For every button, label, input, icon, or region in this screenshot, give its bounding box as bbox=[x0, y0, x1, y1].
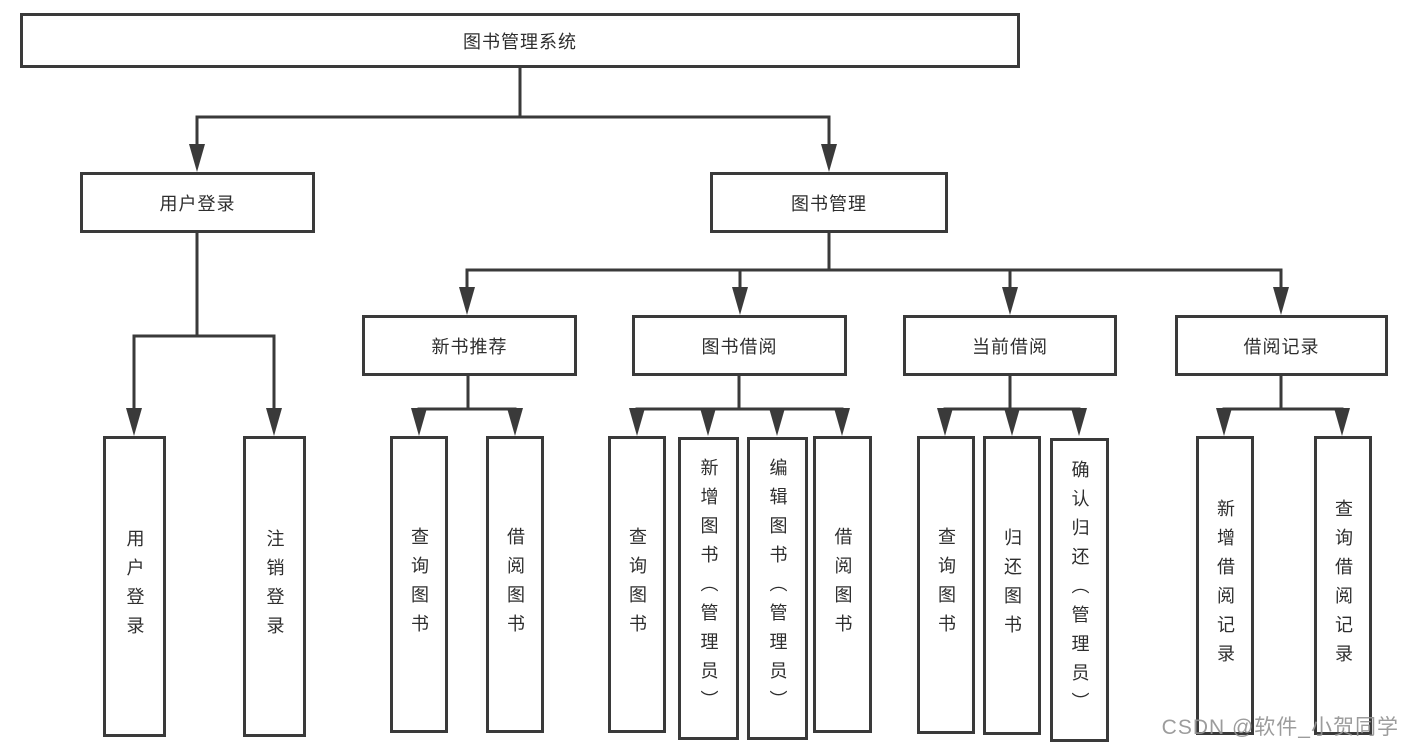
leaf-query-books-3-label: 查询图书 bbox=[936, 527, 956, 643]
arrow-leaf-add-book bbox=[700, 408, 716, 436]
leaf-confirm-return-admin: 确认归还（管理员） bbox=[1050, 438, 1109, 742]
leaf-query-books-1-label: 查询图书 bbox=[409, 526, 429, 643]
arrow-leaf-confirm-return bbox=[1071, 408, 1087, 436]
arrow-leaf-borrow-1 bbox=[507, 408, 523, 436]
arrow-leaf-query-record bbox=[1334, 408, 1350, 436]
leaf-query-books-2-label: 查询图书 bbox=[627, 526, 647, 643]
leaf-add-book-admin: 新增图书（管理员） bbox=[678, 437, 739, 740]
leaf-query-borrow-record-label: 查询借阅记录 bbox=[1333, 498, 1353, 673]
arrow-user-login bbox=[189, 144, 205, 172]
leaf-query-books-2: 查询图书 bbox=[608, 436, 666, 733]
leaf-edit-book-admin: 编辑图书（管理员） bbox=[747, 437, 808, 740]
arrow-new-book bbox=[459, 287, 475, 315]
leaf-logout-label: 注销登录 bbox=[264, 528, 285, 645]
leaf-add-borrow-record-label: 新增借阅记录 bbox=[1215, 498, 1235, 673]
leaf-borrow-books-1-label: 借阅图书 bbox=[505, 526, 525, 643]
arrow-leaf-query-2 bbox=[629, 408, 645, 436]
leaf-query-borrow-record: 查询借阅记录 bbox=[1314, 436, 1372, 735]
leaf-borrow-books-1: 借阅图书 bbox=[486, 436, 544, 733]
arrow-leaf-logout bbox=[266, 408, 282, 436]
csdn-watermark: CSDN @软件_小贺同学 bbox=[1161, 716, 1399, 739]
leaf-add-borrow-record: 新增借阅记录 bbox=[1196, 436, 1254, 735]
leaf-user-login-label: 用户登录 bbox=[124, 528, 145, 645]
connector-book-management-branch bbox=[465, 268, 1283, 289]
arrow-current bbox=[1002, 287, 1018, 315]
leaf-return-books: 归还图书 bbox=[983, 436, 1041, 735]
node-book-management: 图书管理 bbox=[710, 172, 948, 233]
arrow-book-management bbox=[821, 144, 837, 172]
connector-new-book-branch bbox=[417, 407, 517, 412]
leaf-return-books-label: 归还图书 bbox=[1002, 527, 1022, 644]
leaf-borrow-books-2: 借阅图书 bbox=[813, 436, 872, 733]
leaf-user-login: 用户登录 bbox=[103, 436, 166, 737]
arrow-records bbox=[1273, 287, 1289, 315]
arrow-leaf-add-record bbox=[1216, 408, 1232, 436]
leaf-confirm-return-admin-label: 确认归还（管理员） bbox=[1069, 459, 1090, 721]
arrow-leaf-user-login bbox=[126, 408, 142, 436]
node-borrow-records: 借阅记录 bbox=[1175, 315, 1388, 376]
leaf-edit-book-admin-label: 编辑图书（管理员） bbox=[767, 458, 788, 719]
arrow-borrowing bbox=[732, 287, 748, 315]
connector-user-login-branch bbox=[132, 334, 276, 410]
node-current-borrowing: 当前借阅 bbox=[903, 315, 1117, 376]
leaf-query-books-3: 查询图书 bbox=[917, 436, 975, 734]
arrow-leaf-query-3 bbox=[937, 408, 953, 436]
leaf-logout: 注销登录 bbox=[243, 436, 306, 737]
connector-borrowing-branch bbox=[635, 407, 844, 412]
node-root: 图书管理系统 bbox=[20, 13, 1020, 68]
node-new-book-recommendation: 新书推荐 bbox=[362, 315, 577, 376]
leaf-query-books-1: 查询图书 bbox=[390, 436, 448, 733]
leaf-borrow-books-2-label: 借阅图书 bbox=[832, 526, 853, 643]
arrow-leaf-return bbox=[1004, 408, 1020, 436]
node-book-borrowing: 图书借阅 bbox=[632, 315, 847, 376]
arrow-leaf-borrow-2 bbox=[834, 408, 850, 436]
connector-records-branch bbox=[1222, 407, 1344, 412]
arrowheads bbox=[126, 144, 1350, 436]
node-user-login: 用户登录 bbox=[80, 172, 315, 233]
arrow-leaf-edit-book bbox=[769, 408, 785, 436]
connector-root-branch bbox=[195, 115, 831, 146]
arrow-leaf-query-1 bbox=[411, 408, 427, 436]
leaf-add-book-admin-label: 新增图书（管理员） bbox=[698, 458, 719, 719]
